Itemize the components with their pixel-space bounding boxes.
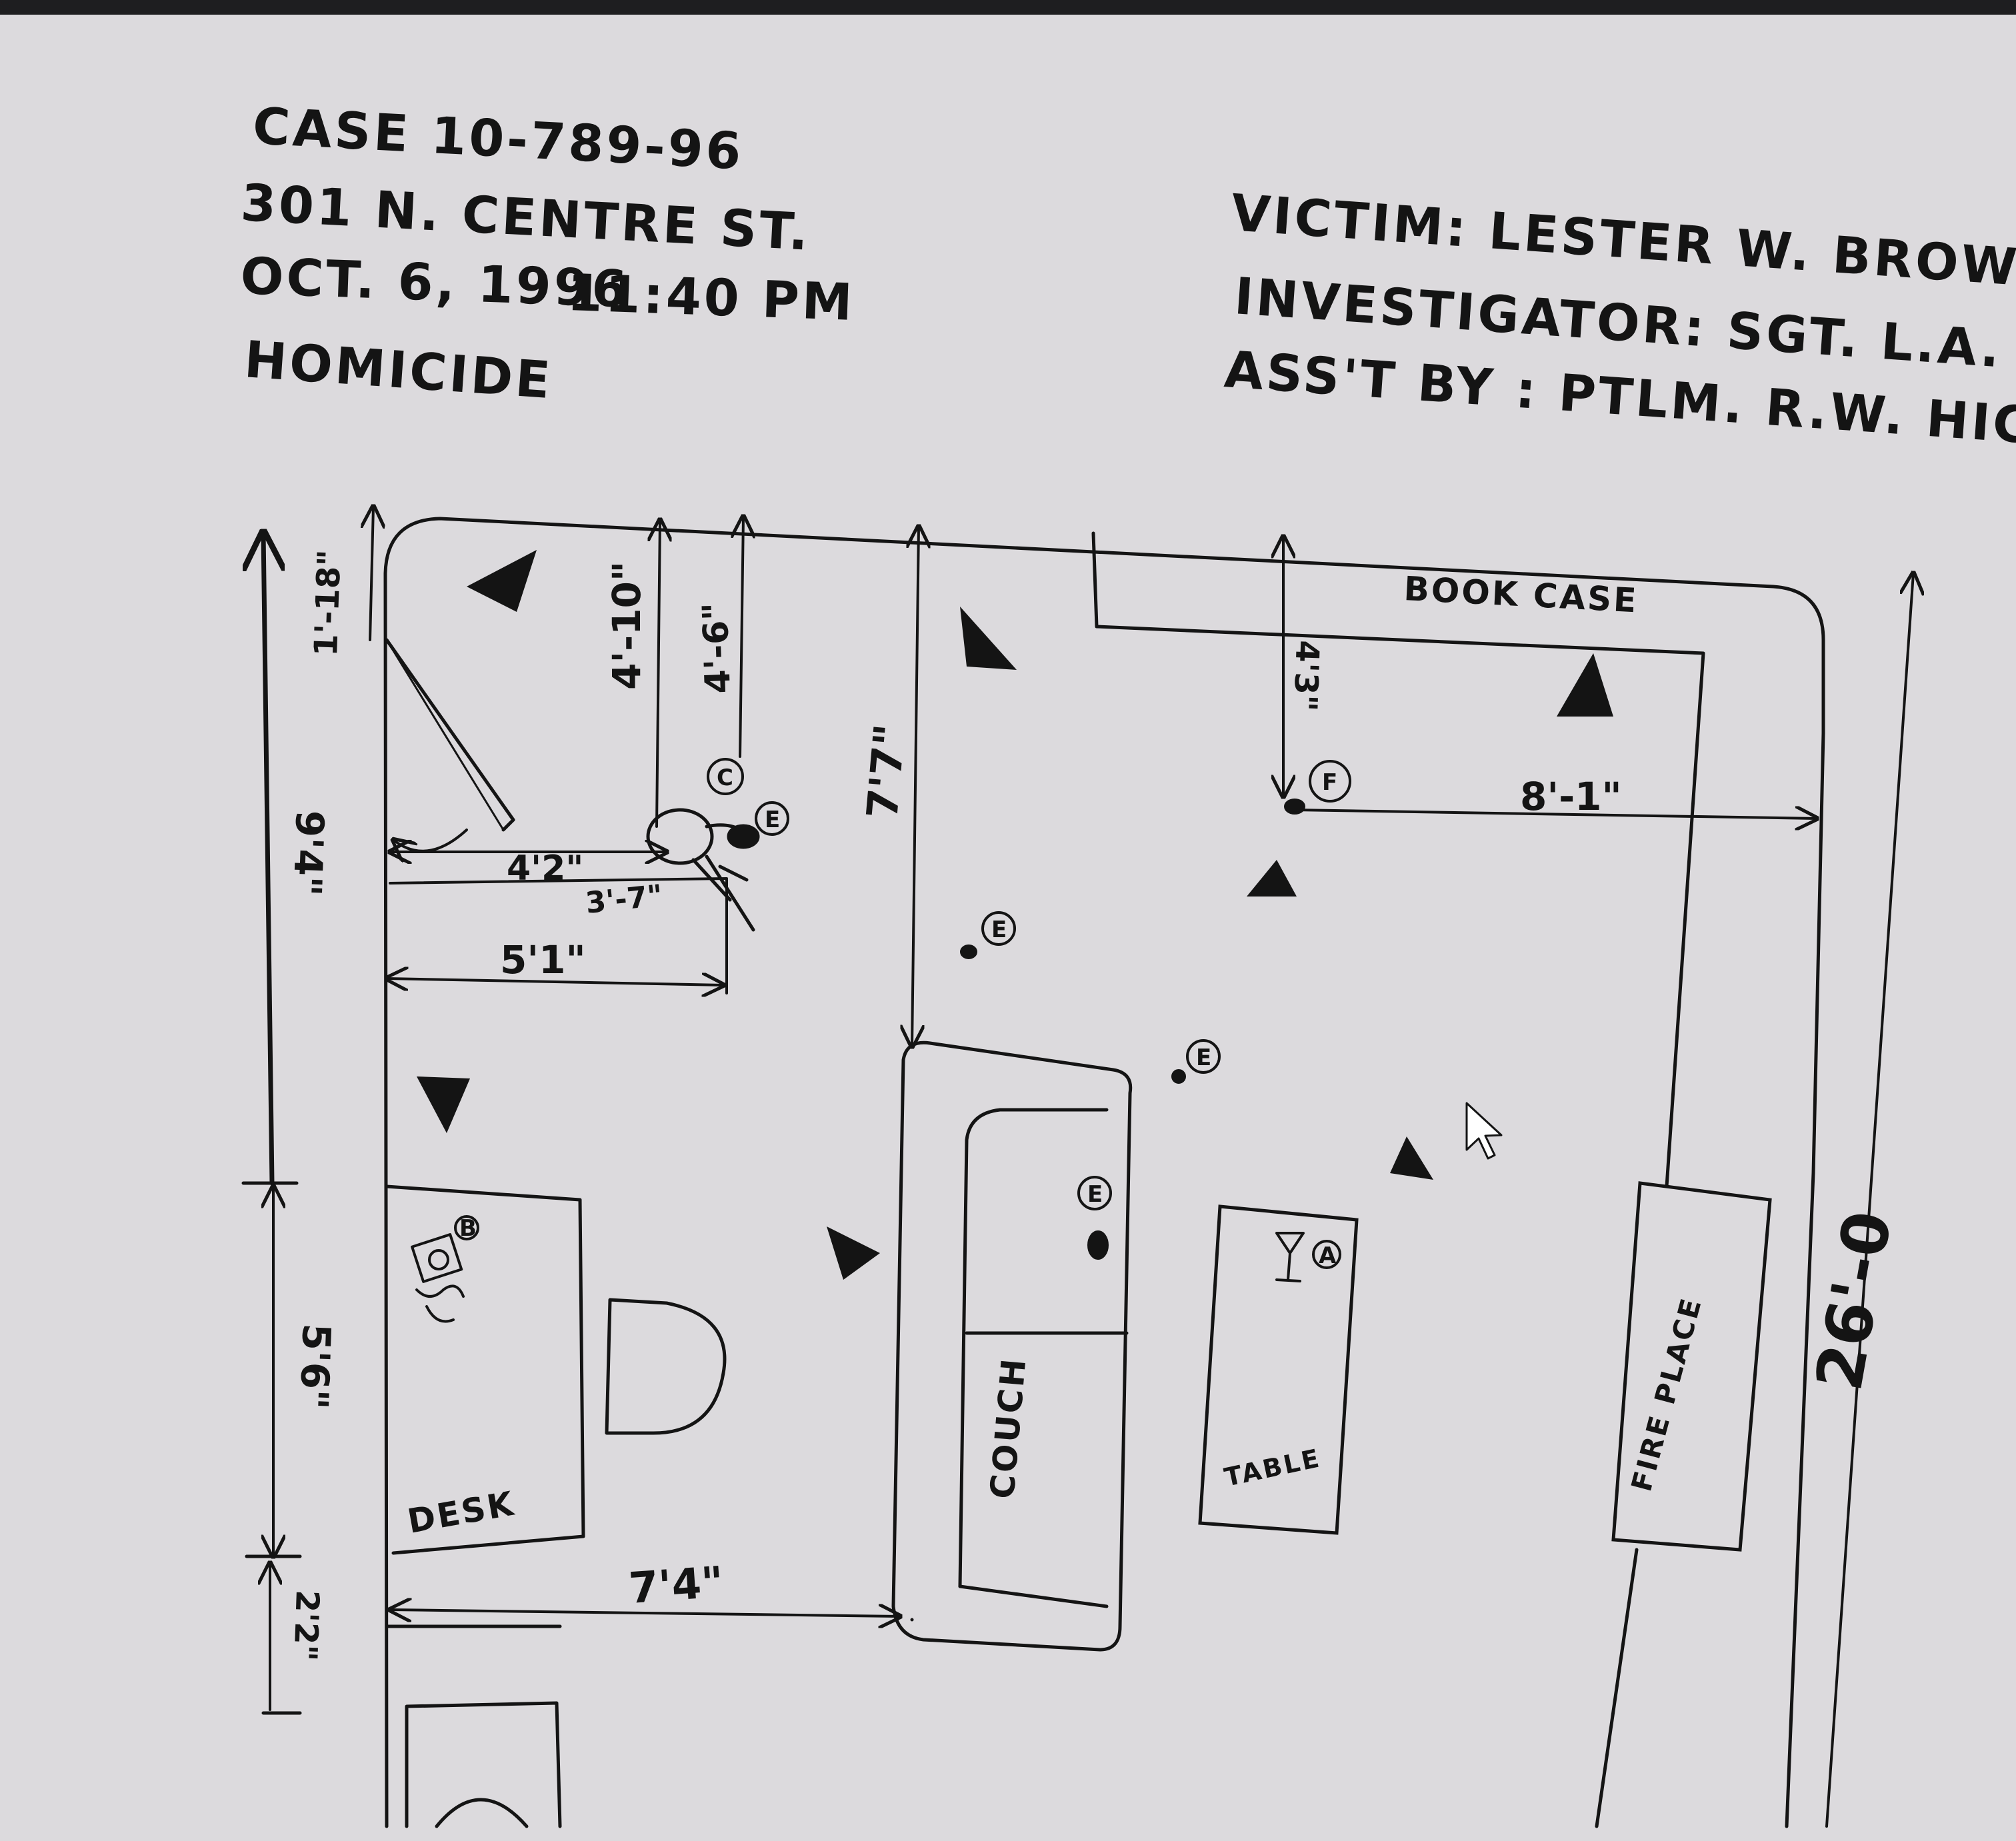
evidence-e-marker-2: E bbox=[960, 911, 1016, 959]
photo-position-marker bbox=[1247, 860, 1297, 897]
dim-left-bottom: 2'2" bbox=[286, 1590, 326, 1662]
dim-left-top: 1'-18" bbox=[307, 549, 349, 657]
dim-f-to-wall: 8'-1" bbox=[1520, 774, 1622, 819]
evidence-e-marker-3: E bbox=[1171, 1039, 1221, 1084]
door bbox=[385, 638, 515, 832]
couch: COUCH bbox=[891, 1040, 1133, 1652]
dimension-lines bbox=[241, 507, 1913, 1828]
dim-room-length: 26'-0 bbox=[1801, 1206, 1906, 1396]
table: TABLE A bbox=[1198, 1204, 1359, 1535]
evidence-e-marker-1: E bbox=[755, 801, 789, 836]
case-header: CASE 10-789-96 301 N. CENTRE ST. OCT. 6,… bbox=[239, 96, 2016, 461]
evidence-c-label: C bbox=[717, 765, 733, 791]
bookcase: BOOK CASE bbox=[1091, 531, 1705, 1188]
evidence-f-marker: F bbox=[1284, 760, 1351, 815]
dim-body-left-c: 5'1" bbox=[500, 937, 586, 982]
mouse-cursor-icon bbox=[1465, 1102, 1503, 1160]
monitor-bezel bbox=[0, 0, 2016, 15]
photo-position-marker bbox=[467, 550, 537, 612]
case-time: 11:40 PM bbox=[566, 263, 856, 332]
dim-door-top-b: 4'-6" bbox=[695, 602, 739, 695]
desk-label: DESK bbox=[405, 1484, 518, 1540]
dim-left-mid: 5'6" bbox=[291, 1323, 339, 1410]
case-number: CASE 10-789-96 bbox=[251, 96, 745, 181]
evidence-e-label-4: E bbox=[1087, 1181, 1103, 1208]
evidence-e-marker-4: E bbox=[1077, 1176, 1112, 1260]
evidence-a-label: A bbox=[1319, 1242, 1337, 1269]
evidence-b-label: B bbox=[459, 1215, 477, 1242]
evidence-e-markers: E E E E bbox=[755, 801, 1221, 1260]
evidence-a-marker: A bbox=[1275, 1232, 1341, 1282]
evidence-e-label-1: E bbox=[765, 807, 780, 833]
evidence-e-label-3: E bbox=[1196, 1044, 1211, 1071]
fireplace: FIRE PLACE bbox=[1595, 1181, 1772, 1828]
evidence-b-marker: B bbox=[411, 1215, 479, 1323]
photo-positions bbox=[417, 550, 1613, 1280]
dim-desk-to-couch: 7'4" bbox=[627, 1558, 725, 1614]
dim-door-top-a: 4'-10" bbox=[604, 561, 649, 690]
table-label: TABLE bbox=[1222, 1443, 1323, 1492]
case-date: OCT. 6, 1996 bbox=[239, 246, 631, 319]
dim-body-left-a: 4'2" bbox=[507, 849, 583, 889]
cabinet bbox=[385, 1624, 562, 1828]
couch-label: COUCH bbox=[983, 1355, 1033, 1500]
case-type: HOMICIDE bbox=[243, 329, 555, 410]
photo-position-marker bbox=[1390, 1136, 1433, 1180]
photo-position-marker bbox=[1557, 653, 1613, 717]
room-outer-wall bbox=[383, 517, 1825, 1828]
photo-position-marker bbox=[960, 607, 1017, 670]
evidence-e-label-2: E bbox=[991, 917, 1007, 943]
dim-left-total: 9'4" bbox=[285, 810, 333, 897]
dimension-labels: 9'4" 5'6" 2'2" 1'-18" 4'-10" 4'-6" 4'2" … bbox=[285, 549, 1907, 1662]
photo-position-marker bbox=[417, 1076, 470, 1133]
room-walls bbox=[383, 517, 1825, 1828]
desk: DESK B bbox=[385, 1184, 727, 1555]
dim-shelf-depth: 4'3" bbox=[1286, 640, 1326, 712]
photo-position-marker bbox=[827, 1226, 880, 1280]
dim-couch-top: 7'7" bbox=[858, 722, 915, 821]
room-right-wall bbox=[1785, 731, 1825, 1828]
desk-chair bbox=[605, 1298, 727, 1435]
evidence-c-marker: C bbox=[707, 758, 744, 795]
fireplace-label: FIRE PLACE bbox=[1625, 1294, 1708, 1495]
victim-body bbox=[646, 808, 760, 932]
evidence-f-label: F bbox=[1322, 769, 1337, 796]
dim-body-left-b: 3'-7" bbox=[584, 879, 665, 920]
